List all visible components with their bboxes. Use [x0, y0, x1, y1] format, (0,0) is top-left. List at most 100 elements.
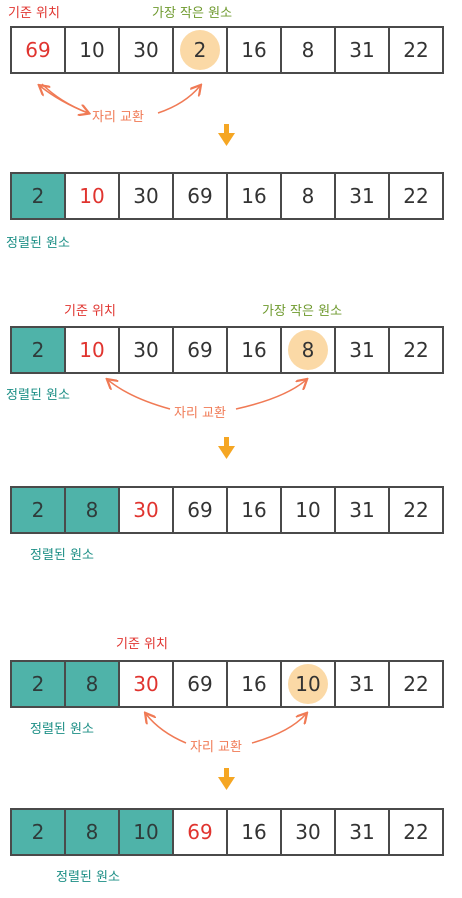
array-cell: 10	[66, 174, 120, 218]
array-cell-sorted: 2	[12, 662, 66, 706]
array-cell-sorted: 8	[66, 810, 120, 854]
cell-value: 16	[241, 820, 267, 844]
array-cell-min: 10	[282, 662, 336, 706]
down-arrow-icon	[218, 124, 235, 146]
cell-value: 10	[295, 672, 321, 696]
cell-value: 69	[25, 38, 51, 62]
cell-value: 22	[403, 820, 429, 844]
cell-value: 30	[133, 38, 159, 62]
cell-value: 22	[403, 184, 429, 208]
array-cell: 69	[174, 662, 228, 706]
array-cell: 22	[390, 662, 442, 706]
cell-value: 69	[187, 820, 213, 844]
array-cell: 8	[282, 28, 336, 72]
sorted-label: 정렬된 원소	[30, 548, 94, 563]
cell-value: 2	[31, 498, 45, 522]
min-highlight-circle	[288, 664, 328, 704]
array-cell: 31	[336, 488, 390, 532]
array-row: 2 10 30 69 16 8 31 22	[10, 326, 444, 374]
array-cell: 31	[336, 810, 390, 854]
cell-value: 30	[133, 672, 159, 696]
cell-value: 31	[349, 672, 375, 696]
cell-value: 10	[79, 184, 105, 208]
cell-value: 8	[301, 184, 315, 208]
array-cell: 16	[228, 810, 282, 854]
array-cell-sorted: 2	[12, 488, 66, 532]
swap-arrow	[251, 714, 306, 744]
array-cell: 8	[282, 174, 336, 218]
cell-value: 69	[187, 672, 213, 696]
array-cell: 69	[12, 28, 66, 72]
swap-arrow	[146, 714, 187, 744]
cell-value: 2	[193, 38, 207, 62]
array-row: 2 8 30 69 16 10 31 22	[10, 486, 444, 534]
array-cell: 31	[336, 328, 390, 372]
array-cell: 69	[174, 488, 228, 532]
array-cell: 69	[174, 328, 228, 372]
array-cell: 22	[390, 174, 442, 218]
array-cell-sorted: 8	[66, 662, 120, 706]
down-arrow-icon	[218, 768, 235, 790]
array-cell: 31	[336, 28, 390, 72]
sorted-label: 정렬된 원소	[6, 236, 70, 251]
array-cell: 31	[336, 662, 390, 706]
cell-value: 22	[403, 498, 429, 522]
array-cell: 10	[66, 328, 120, 372]
array-cell: 30	[120, 174, 174, 218]
array-cell-min: 8	[282, 328, 336, 372]
cell-value: 8	[301, 338, 315, 362]
array-cell: 31	[336, 174, 390, 218]
array-cell: 30	[120, 28, 174, 72]
array-cell: 22	[390, 28, 442, 72]
min-label: 가장 작은 원소	[152, 6, 233, 21]
cell-value: 22	[403, 672, 429, 696]
array-row: 2 8 10 69 16 30 31 22	[10, 808, 444, 856]
array-cell: 69	[174, 810, 228, 854]
min-highlight-circle	[288, 330, 328, 370]
sorted-label: 정렬된 원소	[56, 870, 120, 885]
cell-value: 2	[31, 184, 45, 208]
cell-value: 69	[187, 338, 213, 362]
array-cell-sorted: 2	[12, 328, 66, 372]
cell-value: 8	[85, 672, 99, 696]
cell-value: 10	[79, 38, 105, 62]
array-row: 69 10 30 2 16 8 31 22	[10, 26, 444, 74]
array-cell: 16	[228, 28, 282, 72]
cell-value: 8	[85, 820, 99, 844]
pivot-label: 기준 위치	[64, 304, 116, 319]
array-cell: 30	[120, 488, 174, 532]
swap-arrow	[108, 380, 171, 410]
cell-value: 8	[301, 38, 315, 62]
cell-value: 8	[85, 498, 99, 522]
array-cell: 16	[228, 328, 282, 372]
cell-value: 30	[133, 498, 159, 522]
cell-value: 10	[133, 820, 159, 844]
cell-value: 10	[79, 338, 105, 362]
array-cell-sorted: 2	[12, 174, 66, 218]
array-cell-min: 2	[174, 28, 228, 72]
array-cell: 16	[228, 662, 282, 706]
cell-value: 31	[349, 820, 375, 844]
cell-value: 2	[31, 672, 45, 696]
array-cell: 10	[282, 488, 336, 532]
swap-arrow	[157, 86, 200, 114]
cell-value: 16	[241, 38, 267, 62]
cell-value: 2	[31, 338, 45, 362]
cell-value: 16	[241, 672, 267, 696]
cell-value: 69	[187, 498, 213, 522]
cell-value: 10	[295, 498, 321, 522]
pivot-label: 기준 위치	[116, 637, 168, 652]
array-cell: 22	[390, 328, 442, 372]
sorted-label: 정렬된 원소	[30, 722, 94, 737]
cell-value: 16	[241, 338, 267, 362]
min-label: 가장 작은 원소	[262, 304, 343, 319]
array-cell-sorted: 8	[66, 488, 120, 532]
array-cell: 22	[390, 488, 442, 532]
swap-arrow	[40, 86, 89, 114]
cell-value: 31	[349, 338, 375, 362]
array-row: 2 10 30 69 16 8 31 22	[10, 172, 444, 220]
array-row: 2 8 30 69 16 10 31 22	[10, 660, 444, 708]
cell-value: 69	[187, 184, 213, 208]
array-cell: 10	[66, 28, 120, 72]
